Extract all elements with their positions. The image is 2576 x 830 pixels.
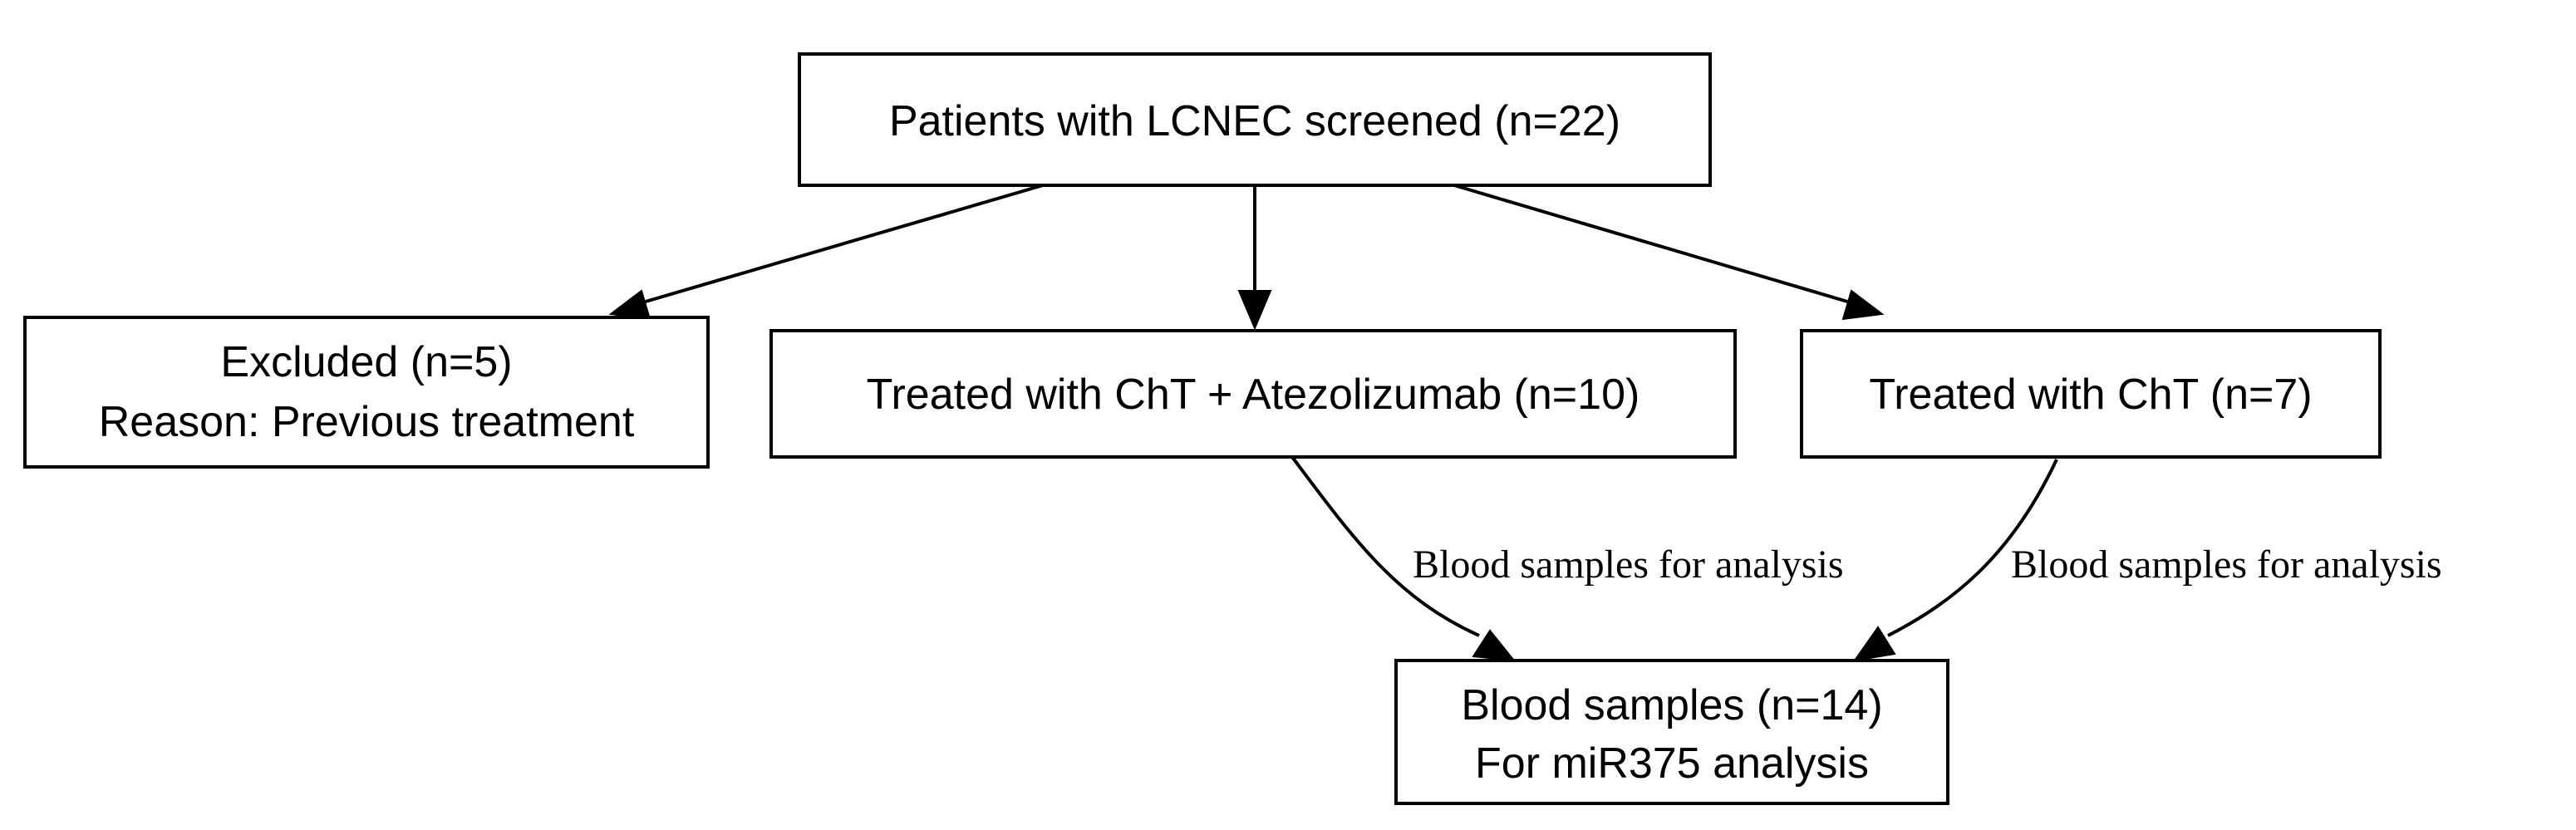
arrowhead-blood-right bbox=[1852, 626, 1896, 662]
edge-label-left: Blood samples for analysis bbox=[1413, 543, 1844, 587]
node-blood: Blood samples (n=14) For miR375 analysis bbox=[1394, 659, 1949, 805]
node-excluded-line2: Reason: Previous treatment bbox=[99, 398, 635, 446]
node-screened-text: Patients with LCNEC screened (n=22) bbox=[889, 97, 1620, 145]
node-screened: Patients with LCNEC screened (n=22) bbox=[798, 52, 1712, 187]
edge-cht-to-blood bbox=[1887, 459, 2058, 637]
node-cht: Treated with ChT (n=7) bbox=[1800, 329, 2382, 459]
node-cht-box bbox=[1800, 329, 2382, 459]
node-blood-line2: For miR375 analysis bbox=[1475, 739, 1869, 788]
arrowhead-cht-atezo bbox=[1237, 290, 1272, 331]
edge-labels: Blood samples for analysis Blood samples… bbox=[1413, 543, 2442, 587]
node-cht-atezo-text: Treated with ChT + Atezolizumab (n=10) bbox=[867, 371, 1640, 419]
arrowhead-cht bbox=[1841, 289, 1885, 321]
node-excluded: Excluded (n=5) Reason: Previous treatmen… bbox=[23, 316, 710, 469]
node-excluded-box bbox=[23, 316, 710, 469]
node-cht-text: Treated with ChT (n=7) bbox=[1869, 371, 2312, 419]
edge-screened-to-excluded bbox=[639, 184, 1044, 305]
arrowhead-blood-left bbox=[1472, 629, 1517, 662]
edge-label-right: Blood samples for analysis bbox=[2011, 543, 2442, 587]
edge-screened-to-cht bbox=[1453, 184, 1854, 305]
node-blood-line1: Blood samples (n=14) bbox=[1461, 681, 1882, 729]
arrowhead-excluded bbox=[608, 289, 651, 321]
edges bbox=[608, 184, 2058, 662]
node-cht-atezo-box bbox=[769, 329, 1737, 459]
edge-cht-atezo-to-blood bbox=[1290, 455, 1480, 637]
node-blood-box bbox=[1394, 659, 1949, 805]
node-excluded-line1: Excluded (n=5) bbox=[220, 338, 512, 386]
node-screened-box bbox=[798, 52, 1712, 187]
node-cht-atezo: Treated with ChT + Atezolizumab (n=10) bbox=[769, 329, 1737, 459]
